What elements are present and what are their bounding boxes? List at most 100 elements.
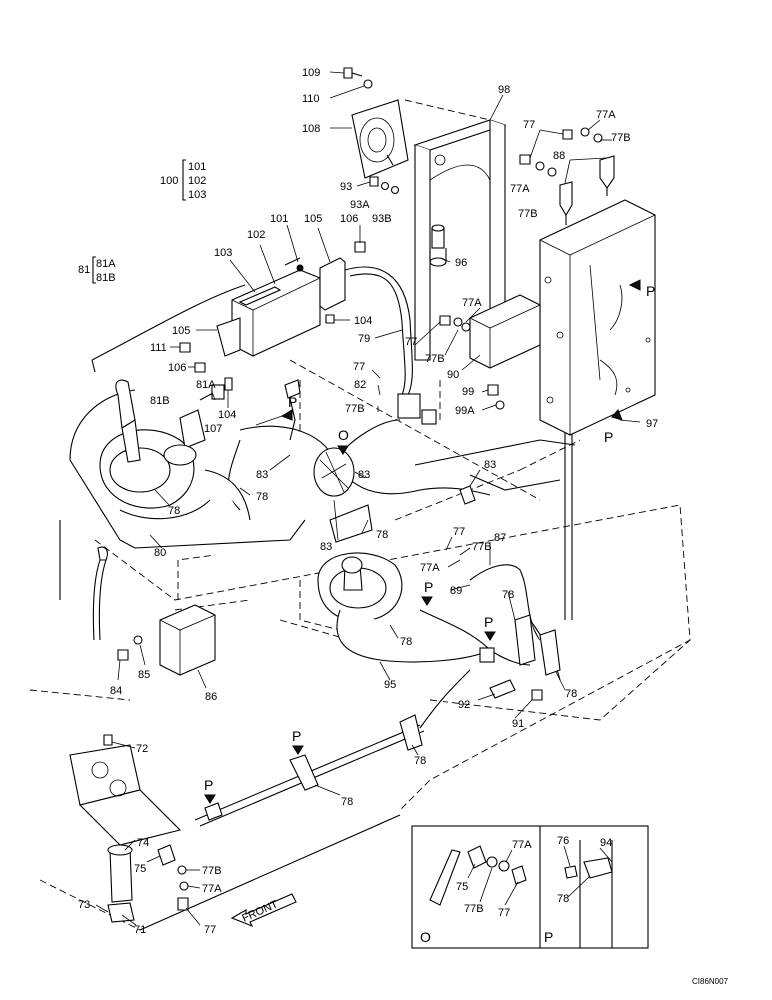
group-81-parent: 81: [78, 264, 90, 276]
callout-77a: 77A: [462, 297, 482, 309]
screw-99: [487, 384, 505, 410]
callout-77a: 77A: [510, 183, 530, 195]
callout-78: 78: [341, 796, 353, 808]
callout-86: 86: [205, 691, 217, 703]
marker-p: P: [484, 614, 493, 630]
group-81-bracket: [92, 256, 96, 284]
callout-78: 78: [168, 505, 180, 517]
callout-101: 101: [270, 213, 288, 225]
callout-78: 78: [502, 589, 514, 601]
callout-102: 102: [247, 229, 265, 241]
callout-75: 75: [134, 863, 146, 875]
controller-box-97: [539, 199, 656, 436]
monitor-100: [216, 241, 366, 357]
group-100-bracket: [182, 159, 186, 201]
relays-88: [559, 155, 615, 225]
callout-labels: 109 110 108 98 77 77A 77B 88 77A 77B 93 …: [78, 67, 658, 936]
group-100-member-103: 103: [188, 189, 206, 201]
callout-96: 96: [455, 257, 467, 269]
plug-96: [429, 224, 447, 267]
callout-75: 75: [456, 881, 468, 893]
callout-77b: 77B: [425, 353, 445, 365]
callout-76: 76: [557, 835, 569, 847]
callout-83: 83: [358, 469, 370, 481]
marker-o: O: [338, 427, 349, 443]
group-81-member-81b: 81B: [96, 272, 116, 284]
box-86: [159, 604, 216, 676]
callout-83: 83: [256, 469, 268, 481]
callout-77b: 77B: [611, 132, 631, 144]
callout-72: 72: [136, 743, 148, 755]
speaker-108: [351, 99, 409, 179]
callout-93: 93: [340, 181, 352, 193]
callout-78: 78: [400, 636, 412, 648]
switch-81: [163, 384, 225, 466]
callout-77a: 77A: [512, 839, 532, 851]
callout-78: 78: [256, 491, 268, 503]
callout-77: 77: [453, 526, 465, 538]
callout-77a: 77A: [202, 883, 222, 895]
hook-left: [92, 546, 108, 641]
callout-78: 78: [414, 755, 426, 767]
harness-79: [344, 266, 437, 425]
callout-99a: 99A: [455, 405, 475, 417]
callout-110: 110: [302, 93, 320, 105]
callout-95: 95: [384, 679, 396, 691]
callout-77b: 77B: [202, 865, 222, 877]
callout-90: 90: [447, 369, 459, 381]
group-100-member-102: 102: [188, 175, 206, 187]
callout-91: 91: [512, 718, 524, 730]
group-100-member-101: 101: [188, 161, 206, 173]
callout-73: 73: [78, 899, 90, 911]
callout-107: 107: [204, 423, 222, 435]
callout-77: 77: [353, 361, 365, 373]
group-100-parent: 100: [160, 175, 178, 187]
callout-82: 82: [354, 379, 366, 391]
callout-99: 99: [462, 386, 474, 398]
clamp-75-bottom: [157, 844, 189, 911]
callout-104: 104: [354, 315, 372, 327]
callout-87: 87: [494, 532, 506, 544]
bottom-left-assembly: [69, 734, 182, 923]
screw-109: [343, 67, 373, 89]
callout-77: 77: [204, 924, 216, 936]
left-control-lever: [99, 379, 195, 509]
callout-74: 74: [137, 837, 149, 849]
callout-92: 92: [458, 699, 470, 711]
long-cable-78: [194, 669, 471, 827]
callout-94: 94: [600, 837, 612, 849]
callout-77a: 77A: [596, 109, 616, 121]
callout-78: 78: [557, 893, 569, 905]
callout-111: 111: [150, 342, 167, 354]
callout-106: 106: [168, 362, 186, 374]
group-81-member-81a: 81A: [96, 258, 116, 270]
marker-letters: P P P O P P P P: [204, 283, 655, 793]
harness-87-89: [469, 564, 561, 681]
callout-97: 97: [646, 418, 658, 430]
callout-104: 104: [218, 409, 236, 421]
marker-arrows: [204, 279, 641, 804]
callout-77a: 77A: [420, 562, 440, 574]
callout-77b: 77B: [345, 403, 365, 415]
callout-77: 77: [405, 336, 417, 348]
harness-95: [336, 609, 531, 666]
bolt-84: [117, 635, 143, 661]
callout-81b: 81B: [150, 395, 170, 407]
callout-105: 105: [304, 213, 322, 225]
callout-78: 78: [565, 688, 577, 700]
callout-83: 83: [320, 541, 332, 553]
drawing-code: CI86N007: [692, 977, 729, 986]
callout-79: 79: [358, 333, 370, 345]
callout-105: 105: [172, 325, 190, 337]
bracket-92: [489, 679, 543, 701]
callout-77b: 77B: [472, 541, 492, 553]
callout-77: 77: [498, 907, 510, 919]
callout-84: 84: [110, 685, 122, 697]
callout-77: 77: [523, 119, 535, 131]
callout-106: 106: [340, 213, 358, 225]
harness-83: [119, 379, 491, 521]
right-control-lever: [317, 504, 403, 622]
callout-78: 78: [376, 529, 388, 541]
callout-80: 80: [154, 547, 166, 559]
